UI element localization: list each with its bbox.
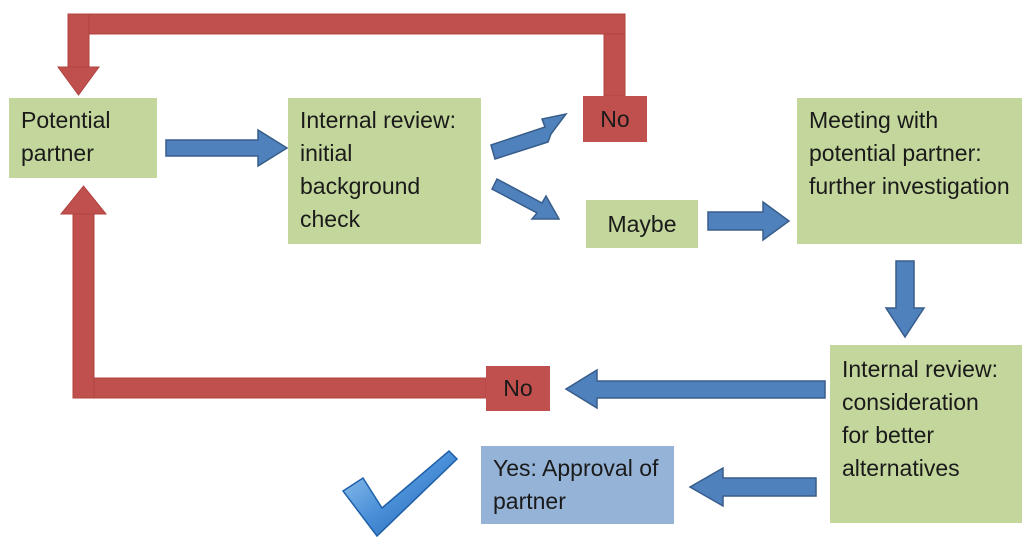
node-yes-approval: Yes: Approval of partner: [481, 446, 674, 524]
return-arrow-bottom: [59, 185, 487, 399]
node-maybe: Maybe: [586, 200, 698, 248]
node-no-bottom: No: [486, 366, 550, 411]
arrow-review-to-approval: [688, 466, 817, 508]
arrow-meeting-to-review: [884, 260, 926, 339]
node-internal-review-consideration-label: Internal review: consideration for bette…: [842, 356, 998, 481]
node-no-top-label: No: [600, 105, 630, 132]
node-internal-review-initial-label: Internal review: initial background chec…: [300, 107, 456, 232]
node-meeting-label: Meeting with potential partner: further …: [809, 107, 1010, 199]
arrow-partner-to-review: [165, 128, 289, 168]
arrow-review-to-maybe: [491, 177, 561, 220]
flow-arrows: [165, 112, 926, 508]
node-yes-approval-label: Yes: Approval of partner: [493, 455, 659, 514]
node-internal-review-initial: Internal review: initial background chec…: [288, 98, 481, 244]
arrow-maybe-to-meeting: [707, 200, 791, 242]
node-potential-partner: Potential partner: [9, 98, 157, 178]
checkmark-icon: [341, 449, 459, 538]
node-maybe-label: Maybe: [607, 210, 677, 237]
return-arrow-top: [57, 13, 626, 97]
node-no-bottom-label: No: [503, 375, 533, 401]
arrow-review-to-no-bottom: [564, 368, 826, 410]
arrow-review-to-no: [490, 112, 568, 160]
node-no-top: No: [583, 96, 647, 142]
node-internal-review-consideration: Internal review: consideration for bette…: [830, 345, 1022, 523]
node-meeting: Meeting with potential partner: further …: [797, 98, 1022, 244]
node-potential-partner-label: Potential partner: [21, 107, 111, 166]
